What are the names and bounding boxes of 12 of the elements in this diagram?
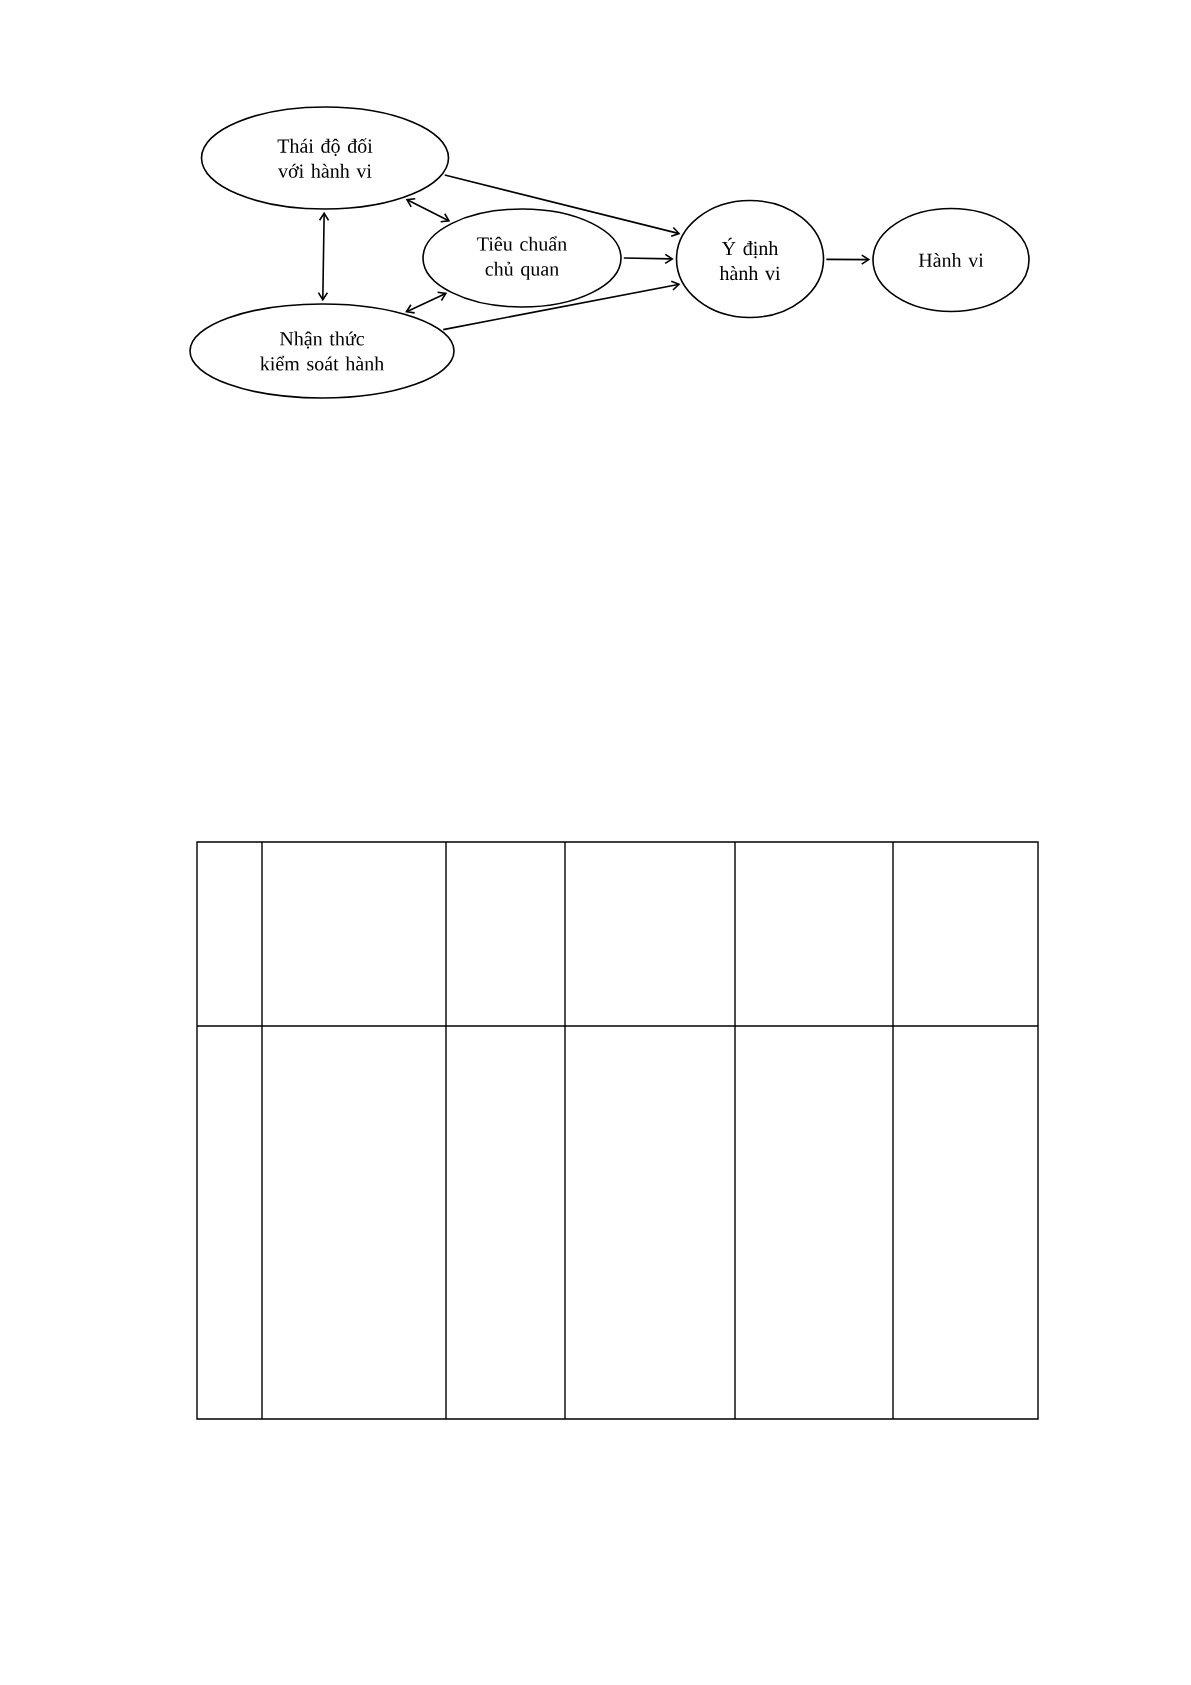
arrow	[825, 254, 871, 265]
arrow	[317, 211, 330, 302]
ellipse-node: Ý định hành vi	[675, 199, 825, 319]
ellipse-node: Tiêu chuẩn chủ quan	[422, 208, 622, 308]
arrow	[442, 280, 681, 331]
arrow	[405, 291, 448, 314]
ellipse-node: Thái độ đối với hành vi	[200, 106, 450, 210]
arrow	[623, 253, 674, 265]
ellipse-node: Hành vi	[872, 207, 1030, 313]
arrow	[405, 197, 451, 223]
arrow	[443, 174, 681, 237]
ellipse-node: Nhận thức kiểm soát hành	[189, 303, 455, 399]
